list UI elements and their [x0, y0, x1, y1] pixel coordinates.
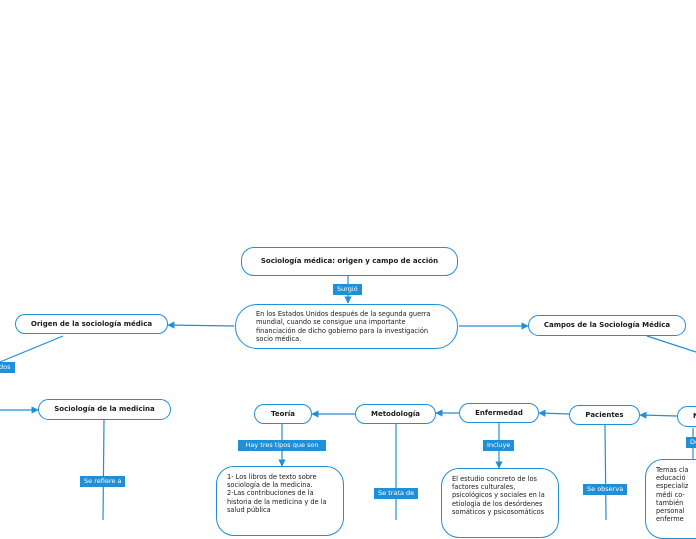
edge-campos-right [646, 335, 696, 353]
central-description-node[interactable]: En los Estados Unidos después de la segu… [235, 304, 458, 349]
teoria-text: Teoría [271, 409, 295, 418]
origen-node[interactable]: Origen de la sociología médica [15, 314, 168, 334]
label-incluye: Incluye [483, 440, 515, 451]
teoria-node[interactable]: Teoría [254, 404, 312, 424]
enfermedad-text: Enfermedad [475, 408, 523, 417]
edge-central-origen [167, 321, 235, 329]
edge-origen-left [0, 335, 64, 363]
campos-text: Campos de la Sociología Médica [543, 321, 671, 330]
edge-pacientes-enfermedad [538, 409, 570, 417]
right-detail-text: Temas cla educació especializ médi co- t… [656, 466, 689, 524]
edge-pacientes-down [604, 424, 607, 520]
enfermedad-detail-node[interactable]: El estudio concreto de los factores cult… [441, 468, 559, 538]
right-partial-text: N [693, 412, 696, 421]
sociologia-medicina-text: Sociología de la medicina [54, 405, 155, 414]
label-right-partial: De [686, 437, 696, 448]
root-topic-text: Sociología médica: origen y campo de acc… [260, 257, 439, 266]
edge-sociologia-down [102, 419, 105, 520]
label-hay-tres: Hay tres tipos que son [238, 440, 326, 451]
sociologia-medicina-node[interactable]: Sociología de la medicina [38, 399, 171, 420]
right-detail-node[interactable]: Temas cla educació especializ médi co- t… [645, 459, 696, 539]
metodologia-node[interactable]: Metodología [355, 404, 436, 424]
root-topic-node[interactable]: Sociología médica: origen y campo de acc… [241, 247, 458, 276]
metodologia-text: Metodología [370, 409, 421, 418]
teoria-detail-node[interactable]: 1- Los libros de texto sobre sociología … [216, 466, 344, 536]
central-description-text: En los Estados Unidos después de la segu… [256, 310, 431, 343]
label-se-observa: Se observa [583, 484, 628, 495]
label-surgio: Surgió [333, 284, 362, 295]
enfermedad-detail-text: El estudio concreto de los factores cult… [452, 475, 545, 516]
label-left-partial: dos [0, 362, 15, 373]
mind-map-canvas: Sociología médica: origen y campo de acc… [0, 247, 696, 539]
enfermedad-node[interactable]: Enfermedad [459, 403, 539, 423]
campos-node[interactable]: Campos de la Sociología Médica [528, 315, 686, 336]
pacientes-text: Pacientes [585, 410, 624, 419]
connector-lines [0, 275, 696, 520]
pacientes-node[interactable]: Pacientes [569, 405, 640, 425]
label-se-refiere: Se refiere a [80, 476, 126, 487]
origen-text: Origen de la sociología médica [30, 319, 153, 328]
right-partial-node[interactable]: N [677, 406, 696, 427]
teoria-detail-text: 1- Los libros de texto sobre sociología … [227, 473, 327, 514]
edge-right-pacientes [639, 411, 678, 419]
label-se-trata: Se trata de [374, 488, 419, 499]
